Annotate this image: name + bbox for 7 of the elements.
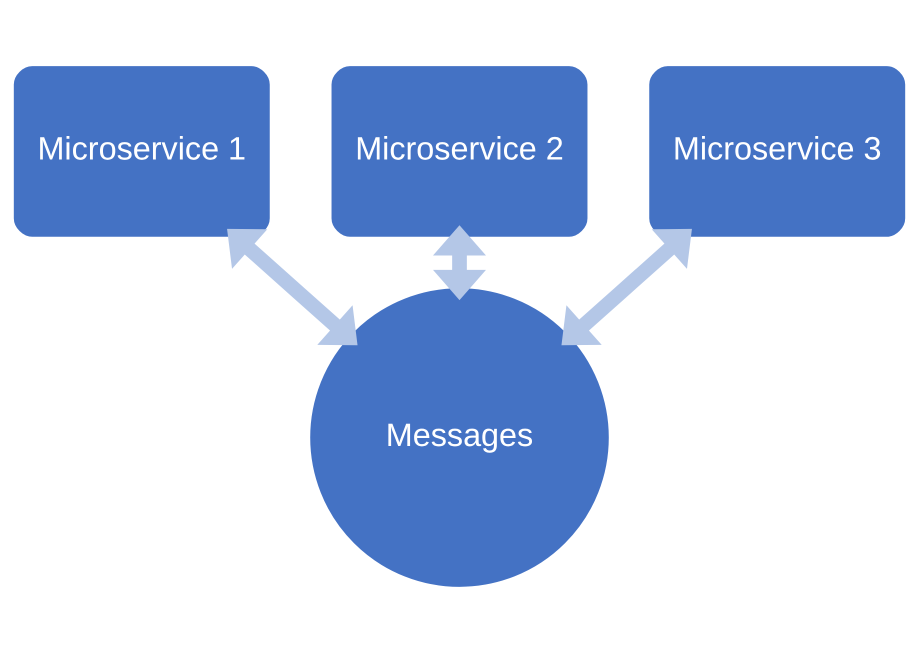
- node-box: Microservice 1: [14, 66, 270, 237]
- arrow: [561, 228, 692, 346]
- node-box: Microservice 3: [649, 66, 906, 237]
- arrow: [433, 225, 486, 300]
- node-box: Microservice 2: [332, 66, 588, 237]
- arrow: [227, 228, 358, 346]
- node-circle: Messages: [310, 288, 609, 587]
